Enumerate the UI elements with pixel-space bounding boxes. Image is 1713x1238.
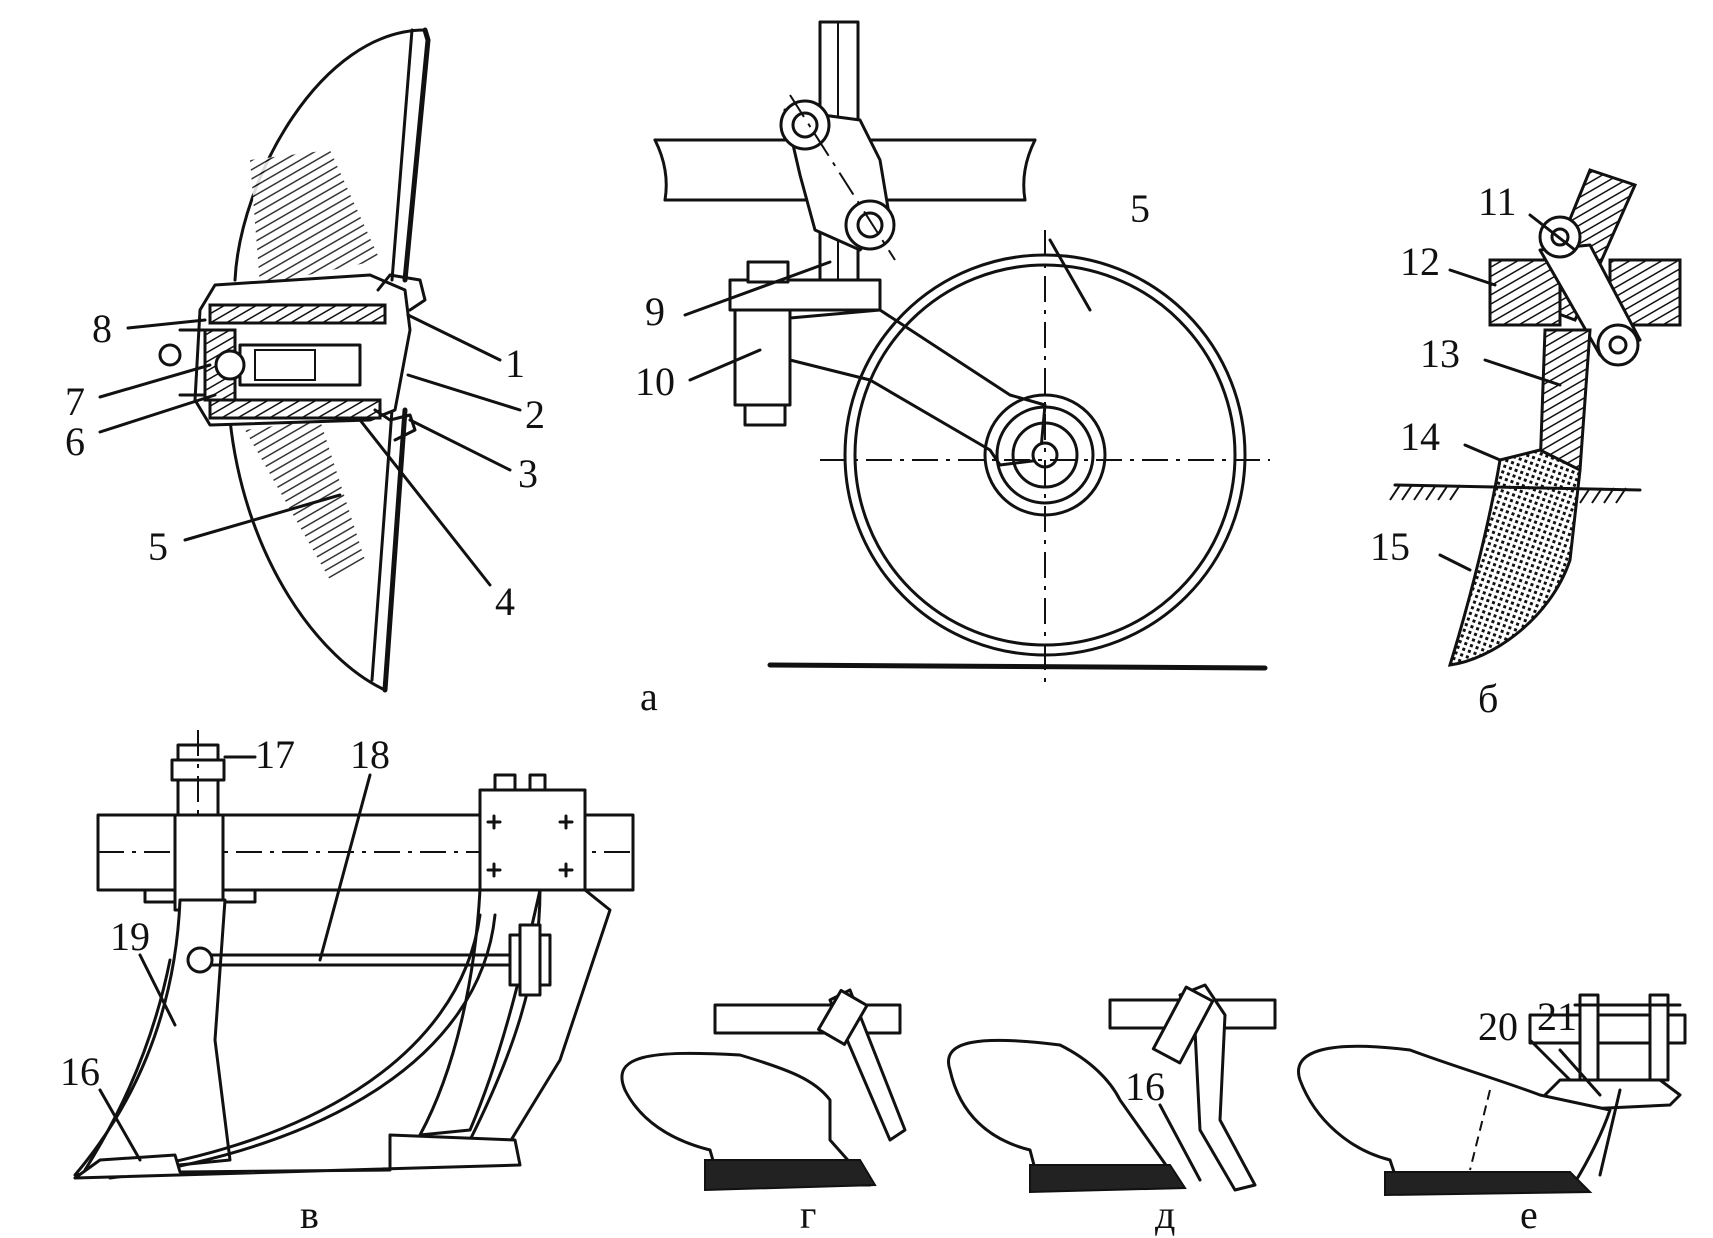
label-9: 9 bbox=[645, 289, 665, 334]
label-16-skimmer: 16 bbox=[60, 1049, 100, 1094]
label-18: 18 bbox=[350, 732, 390, 777]
label-14: 14 bbox=[1400, 414, 1440, 459]
label-15: 15 bbox=[1370, 524, 1410, 569]
plough-body-g bbox=[620, 988, 907, 1192]
label-19: 19 bbox=[110, 914, 150, 959]
label-7: 7 bbox=[65, 379, 85, 424]
label-1: 1 bbox=[505, 341, 525, 386]
caption-d: д bbox=[1155, 1192, 1175, 1237]
label-10: 10 bbox=[635, 359, 675, 404]
plough-body-e bbox=[1297, 993, 1687, 1197]
label-6: 6 bbox=[65, 419, 85, 464]
label-5-wheel: 5 bbox=[1130, 186, 1150, 231]
label-3: 3 bbox=[518, 451, 538, 496]
subfigure-captions: а б в г д е bbox=[300, 674, 1538, 1237]
skimmer-body bbox=[73, 730, 635, 1180]
plough-body-d bbox=[947, 983, 1277, 1194]
label-2: 2 bbox=[525, 392, 545, 437]
knife-coulter bbox=[1389, 168, 1682, 667]
caption-b: б bbox=[1478, 676, 1498, 721]
label-17: 17 bbox=[255, 732, 295, 777]
label-11: 11 bbox=[1478, 179, 1517, 224]
caption-e: е bbox=[1520, 1192, 1538, 1237]
label-8: 8 bbox=[92, 306, 112, 351]
caption-g: г bbox=[800, 1192, 816, 1237]
disc-coulter-section bbox=[98, 27, 522, 693]
label-20: 20 bbox=[1478, 1004, 1518, 1049]
label-12: 12 bbox=[1400, 239, 1440, 284]
caption-v: в bbox=[300, 1192, 319, 1237]
label-5-section: 5 bbox=[148, 524, 168, 569]
caption-a: а bbox=[640, 674, 658, 719]
label-16-body-d: 16 bbox=[1125, 1064, 1165, 1109]
part-number-labels: 1 2 3 4 5 6 7 8 9 10 5 11 12 13 14 15 17… bbox=[60, 179, 1577, 1109]
label-4: 4 bbox=[495, 579, 515, 624]
disc-coulter-assembly bbox=[653, 20, 1270, 690]
label-13: 13 bbox=[1420, 331, 1460, 376]
label-21: 21 bbox=[1537, 994, 1577, 1039]
